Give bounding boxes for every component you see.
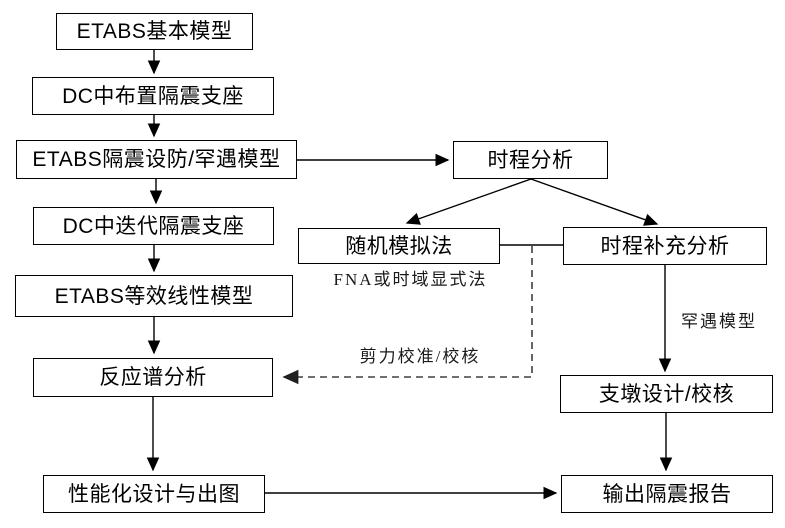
node-pier-design-check: 支墩设计/校核 <box>560 375 773 413</box>
node-dc-iterate-bearings: DC中迭代隔震支座 <box>33 207 274 245</box>
node-etabs-equivalent-linear-model: ETABS等效线性模型 <box>15 275 293 317</box>
node-etabs-base-model: ETABS基本模型 <box>56 13 253 50</box>
node-output-isolation-report: 输出隔震报告 <box>561 475 773 513</box>
node-stochastic-simulation-method: 随机模拟法 <box>298 228 500 264</box>
arrow-time-history-to-supplement <box>530 178 659 226</box>
arrow-time-history-to-stochastic <box>405 178 532 225</box>
node-response-spectrum-analysis: 反应谱分析 <box>33 358 273 397</box>
node-etabs-fortify-rare-model: ETABS隔震设防/罕遇模型 <box>16 140 297 179</box>
node-performance-design-drawings: 性能化设计与出图 <box>43 475 265 513</box>
node-time-history-analysis: 时程分析 <box>453 141 608 179</box>
label-fna-method: FNA或时域显式法 <box>333 270 488 289</box>
node-time-history-supplementary-analysis: 时程补充分析 <box>563 227 767 265</box>
label-rare-model: 罕遇模型 <box>681 312 757 331</box>
node-dc-arrange-bearings: DC中布置隔震支座 <box>32 77 274 115</box>
label-shear-calibration-check: 剪力校准/校核 <box>359 347 481 366</box>
